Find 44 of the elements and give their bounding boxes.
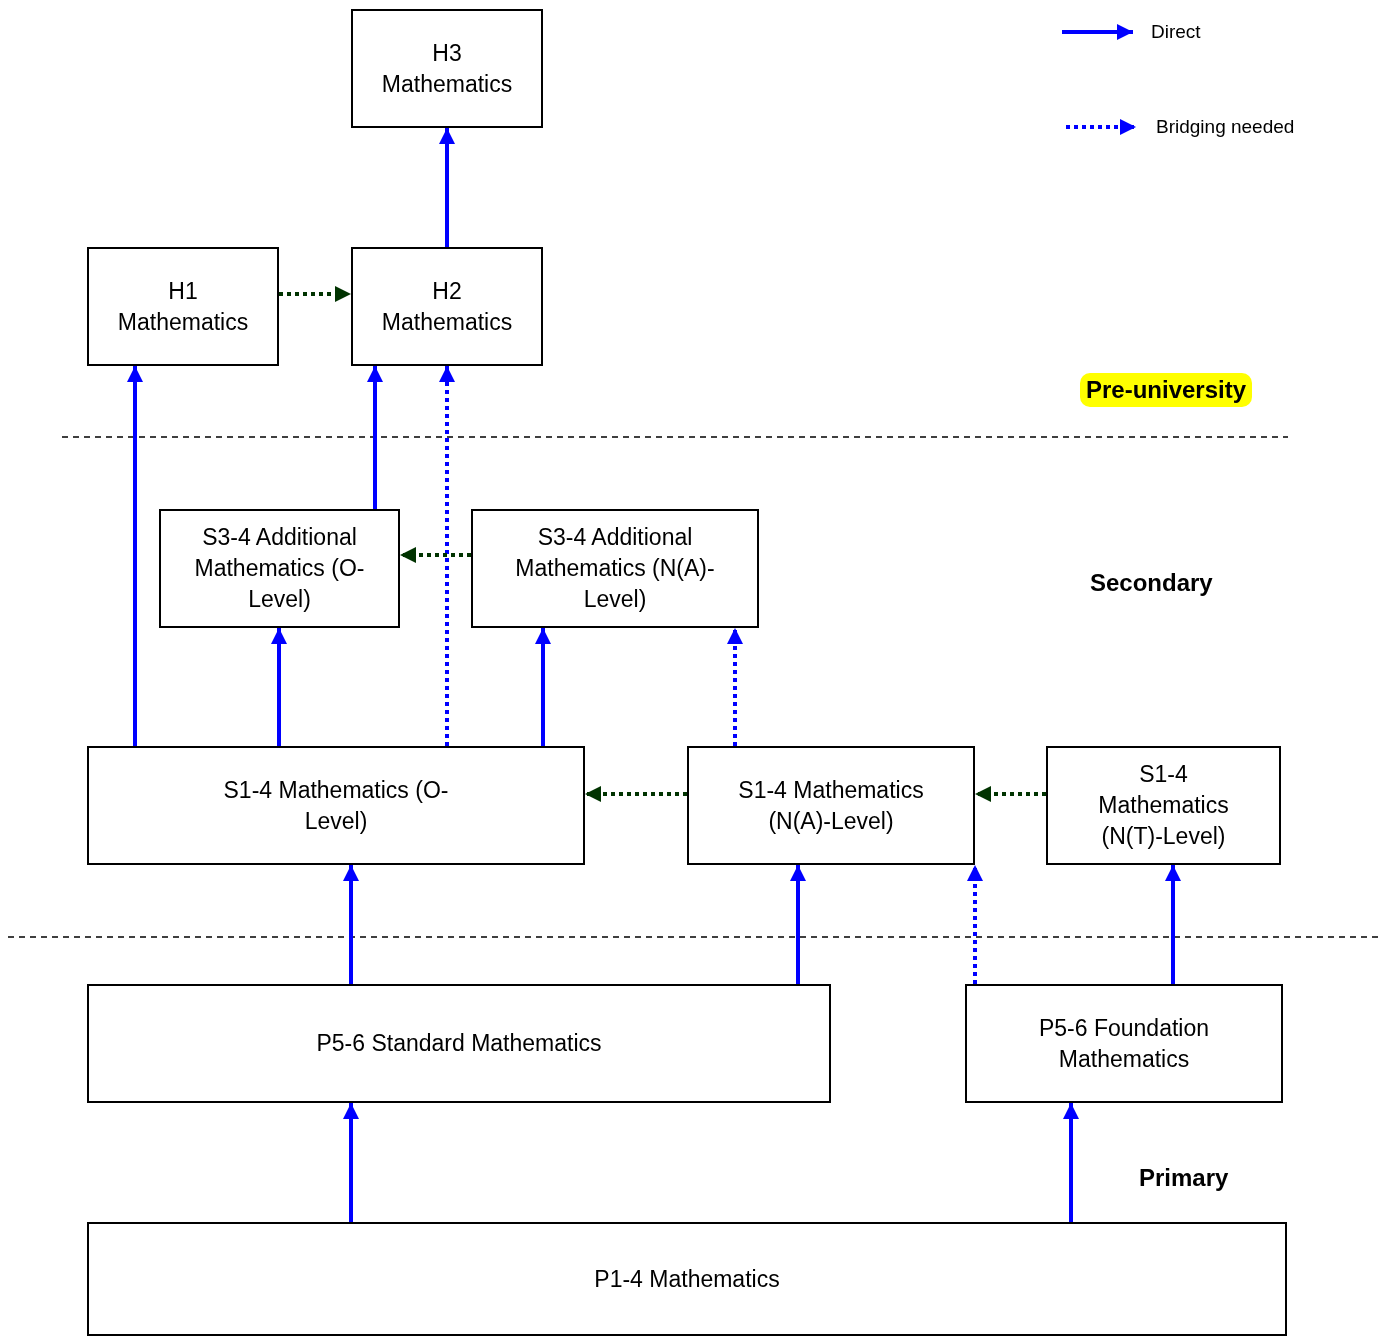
course-name: H3 Mathematics [380, 38, 514, 99]
level-label: Secondary [1090, 568, 1213, 598]
course-name: P5-6 Standard Mathematics [316, 1029, 602, 1058]
arrow [727, 628, 743, 746]
arrow [967, 865, 983, 984]
course-box [159, 509, 400, 628]
course-box [87, 247, 279, 366]
course-box [965, 984, 1283, 1103]
arrow [439, 366, 455, 746]
course-name: P1-4 Mathematics [594, 1264, 780, 1294]
arrow [439, 128, 455, 247]
arrow [790, 865, 806, 984]
course-name: H2 Mathematics [380, 276, 514, 337]
arrow [1063, 1103, 1079, 1222]
course-box [687, 746, 975, 865]
arrow [271, 628, 287, 746]
course-name: S3-4 Additional Mathematics (N(A)-Level) [515, 523, 715, 614]
arrow [343, 1103, 359, 1222]
course-name: P5-6 Foundation Mathematics [1037, 1013, 1211, 1074]
arrow [400, 547, 471, 563]
course-box [471, 509, 759, 628]
course-box [87, 1222, 1287, 1336]
course-box [1046, 746, 1281, 865]
arrow [535, 628, 551, 746]
course-name: S3-4 Additional Mathematics (O-Level) [193, 523, 366, 614]
course-box [87, 746, 585, 865]
arrow [127, 366, 143, 746]
legend-label: Bridging needed [1156, 115, 1295, 139]
arrow [367, 366, 383, 509]
course-name: S1-4 Mathematics (O-Level) [222, 775, 450, 836]
course-box [351, 247, 543, 366]
arrow [343, 865, 359, 984]
course-name: H1 Mathematics [116, 276, 250, 337]
course-box [351, 9, 543, 128]
arrow [975, 786, 1046, 802]
course-name: S1-4 Mathematics (N(T)-Level) [1097, 760, 1230, 851]
level-label: Pre-university [1080, 373, 1253, 407]
legend-label: Direct [1151, 20, 1201, 44]
arrow [1165, 865, 1181, 984]
arrow [279, 286, 351, 302]
level-label: Primary [1139, 1163, 1229, 1193]
arrow [585, 786, 687, 802]
course-box [87, 984, 831, 1103]
course-name: S1-4 Mathematics (N(A)-Level) [737, 775, 925, 836]
